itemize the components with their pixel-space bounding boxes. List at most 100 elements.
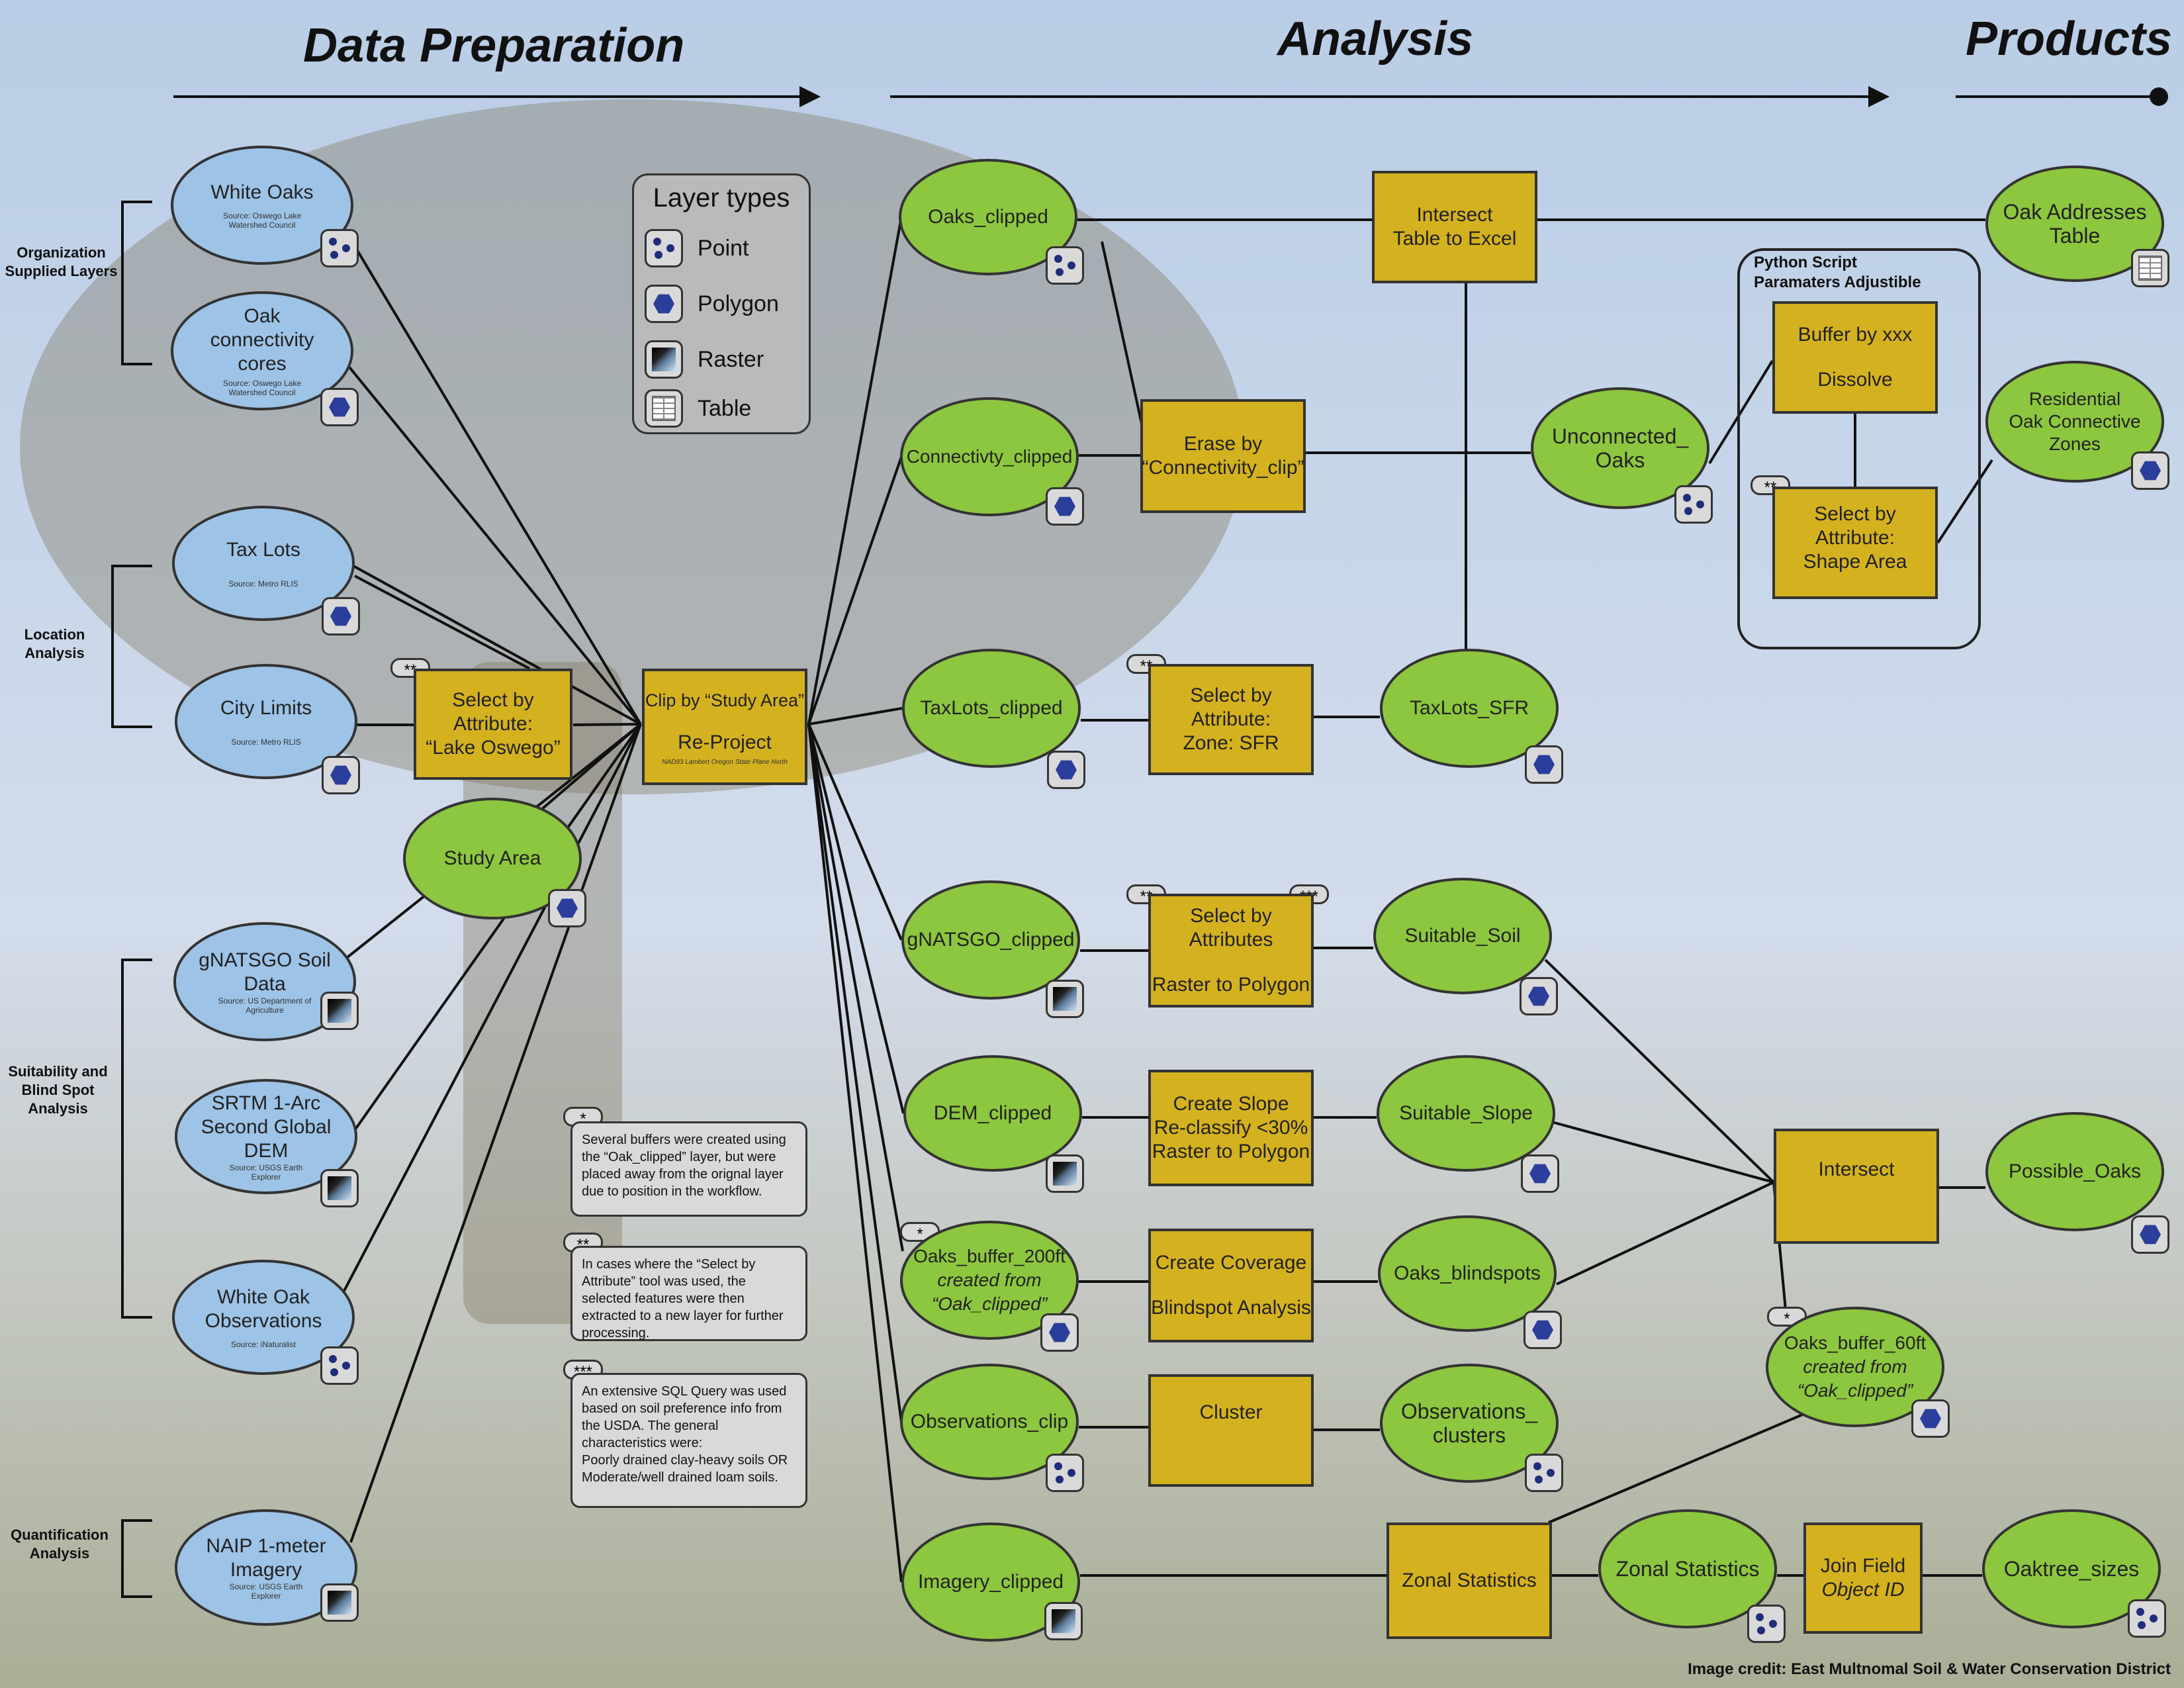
polygon-icon [645, 285, 683, 323]
node-residential-connective-zones[interactable]: Residential Oak Connective Zones [1985, 361, 2164, 483]
legend-label-point: Point [698, 235, 749, 261]
connector-line [1548, 1409, 1814, 1524]
point-icon [1046, 246, 1084, 285]
node-gnatsgo-clipped[interactable]: gNATSGO_clipped [901, 880, 1080, 1000]
polygon-icon [1047, 751, 1085, 789]
legend-label-polygon: Polygon [698, 291, 779, 316]
header-data-preparation: Data Preparation [303, 19, 685, 72]
legend-title: Layer types [653, 183, 790, 212]
node-white-oak-observations[interactable]: White Oak Observations Source: iNaturali… [172, 1260, 355, 1375]
clip-to-output-line [807, 724, 905, 1114]
arrowhead [799, 86, 821, 107]
raster-icon [320, 1583, 359, 1622]
process-create-coverage[interactable]: Create Coverage Blindspot Analysis [1148, 1229, 1314, 1342]
polygon-icon [322, 597, 360, 635]
note-select-by-attribute: In cases where the “Select by Attribute”… [570, 1246, 807, 1341]
point-icon [645, 229, 683, 267]
process-select-shape-area[interactable]: Select by Attribute: Shape Area [1772, 487, 1938, 599]
legend-row-polygon: Polygon [645, 283, 779, 325]
table-icon [2131, 249, 2169, 287]
point-icon [1747, 1605, 1786, 1643]
polygon-icon [1524, 1311, 1562, 1349]
group-location-analysis: Location Analysis [24, 626, 85, 661]
products-arrow-end [2150, 87, 2168, 106]
connector-line [1101, 241, 1143, 424]
point-icon [1674, 485, 1713, 524]
table-icon [645, 389, 683, 428]
process-select-lake-oswego[interactable]: Select by Attribute: “Lake Oswego” [414, 669, 572, 780]
point-icon [320, 1346, 359, 1385]
clip-to-output-line [807, 456, 903, 725]
group-bracket [121, 201, 152, 365]
polygon-icon [1046, 487, 1084, 526]
legend-row-table: Table [645, 387, 751, 430]
process-join-field[interactable]: Join Field Object ID [1803, 1523, 1923, 1634]
node-oaks-blindspots[interactable]: Oaks_blindspots [1378, 1215, 1557, 1332]
process-zonal-statistics[interactable]: Zonal Statistics [1387, 1523, 1552, 1639]
note-sql-query: An extensive SQL Query was used based on… [570, 1373, 807, 1508]
node-suitable-soil[interactable]: Suitable_Soil [1373, 878, 1552, 994]
polygon-icon [322, 756, 360, 794]
node-city-limits[interactable]: City Limits Source: Metro RLIS [175, 664, 357, 779]
raster-icon [1046, 980, 1084, 1018]
note-buffers: Several buffers were created using the “… [570, 1121, 807, 1217]
clip-to-output-line [807, 724, 903, 941]
raster-icon [320, 992, 359, 1030]
legend-label-raster: Raster [698, 346, 764, 372]
polygon-icon [2131, 1215, 2169, 1254]
raster-icon [1046, 1154, 1084, 1193]
input-to-clip-line [349, 724, 642, 1543]
to-intersect-line [1544, 959, 1775, 1184]
connector-line [1936, 459, 1993, 544]
legend-row-raster: Raster [645, 338, 764, 381]
header-products: Products [1966, 13, 2173, 66]
node-zonal-statistics-output[interactable]: Zonal Statistics [1598, 1509, 1777, 1628]
process-create-slope[interactable]: Create Slope Re-classify <30% Raster to … [1148, 1070, 1314, 1186]
group-bracket [121, 959, 152, 1319]
input-to-clip-line [572, 723, 641, 726]
process-select-attributes-raster[interactable]: Select by Attributes Raster to Polygon [1148, 894, 1314, 1008]
group-bracket [111, 565, 152, 728]
process-buffer-dissolve[interactable]: Buffer by xxx Dissolve [1772, 301, 1938, 414]
taxlots-to-select-line [354, 575, 530, 670]
raster-icon [320, 1169, 359, 1207]
group-bracket [121, 1519, 152, 1598]
raster-icon [1044, 1602, 1083, 1640]
to-intersect-line [1556, 1181, 1774, 1286]
process-cluster[interactable]: Cluster [1148, 1374, 1314, 1487]
clip-to-output-line [807, 216, 903, 725]
clip-to-output-line [807, 724, 903, 1583]
input-to-clip-line [347, 561, 641, 726]
polygon-icon [1040, 1313, 1079, 1352]
node-srtm-dem[interactable]: SRTM 1-Arc Second Global DEM Source: USG… [175, 1079, 357, 1194]
connector-line [1708, 359, 1774, 465]
python-script-title: Python Script Paramaters Adjustible [1754, 254, 1921, 291]
node-gnatsgo-soil[interactable]: gNATSGO Soil Data Source: US Department … [173, 922, 356, 1041]
node-possible-oaks[interactable]: Possible_Oaks [1985, 1112, 2164, 1231]
node-suitable-slope[interactable]: Suitable_Slope [1377, 1055, 1555, 1172]
node-dem-clipped[interactable]: DEM_clipped [903, 1055, 1082, 1172]
legend-box: Layer types Point Polygon Raster Table [632, 173, 811, 434]
process-intersect-table-excel[interactable]: Intersect Table to Excel [1372, 171, 1537, 283]
to-intersect-line [1551, 1121, 1774, 1184]
clip-to-output-line [807, 724, 904, 1252]
legend-label-table: Table [698, 395, 752, 421]
process-clip-reproject[interactable]: Clip by “Study Area” Re-Project NAD83 La… [642, 669, 807, 785]
polygon-icon [2131, 451, 2169, 490]
clip-to-output-line [807, 724, 903, 1423]
point-icon [1046, 1454, 1084, 1492]
input-to-clip-line [343, 359, 642, 726]
arrowhead [1868, 86, 1889, 107]
polygon-icon [548, 889, 586, 927]
process-intersect[interactable]: Intersect [1774, 1129, 1939, 1244]
input-to-clip-line [343, 723, 642, 1147]
node-taxlots-clipped[interactable]: TaxLots_clipped [902, 649, 1081, 768]
point-icon [2128, 1599, 2166, 1638]
group-organization-supplied: Organization Supplied Layers [5, 244, 118, 279]
process-erase-connectivity[interactable]: Erase by “Connectivity_clip” [1140, 399, 1306, 513]
legend-row-point: Point [645, 227, 749, 269]
group-suitability: Suitability and Blind Spot Analysis [8, 1063, 108, 1117]
process-select-zone-sfr[interactable]: Select by Attribute: Zone: SFR [1148, 664, 1314, 775]
note-badge-1: * [900, 1222, 940, 1243]
